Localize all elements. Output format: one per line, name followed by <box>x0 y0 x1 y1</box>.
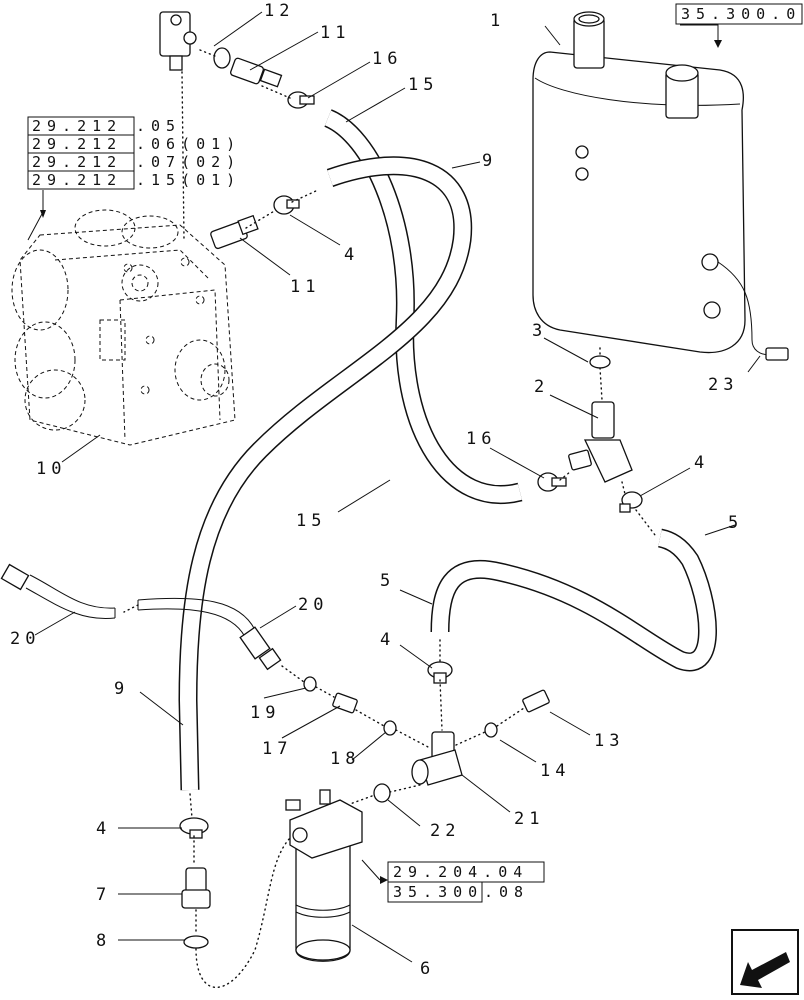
pump-ref-suffix-2: .06(01) <box>136 135 241 153</box>
fitting-7 <box>181 867 211 909</box>
tank-reference-box: 35.300.0 <box>675 3 803 25</box>
pump-reference-box: 29.212 .05 29.212 .06(01) 29.212 .07(02)… <box>27 116 241 190</box>
callout-15-top: 15 <box>408 75 438 95</box>
callout-1: 1 <box>490 11 505 31</box>
callout-20-right: 20 <box>298 595 328 615</box>
hydraulic-filter <box>285 789 363 962</box>
pump-ref-code-3: 29.212 <box>32 153 122 171</box>
hydraulic-tank <box>532 11 789 361</box>
pump-ref-code-4: 29.212 <box>32 171 122 189</box>
filter-ref-suffix-2: .08 <box>484 883 529 901</box>
filter-ref-code-2: 35.300 <box>393 883 483 901</box>
tee-fitting-21 <box>411 731 463 786</box>
callout-3: 3 <box>532 321 547 341</box>
pump-ref-suffix-3: .07(02) <box>136 153 241 171</box>
callout-5-right: 5 <box>728 513 743 533</box>
pump-ref-suffix-4: .15(01) <box>136 171 241 189</box>
callout-4-upper: 4 <box>344 245 359 265</box>
tank-ref-code: 35.300.0 <box>681 5 801 23</box>
callout-11-lower: 11 <box>290 277 320 297</box>
fitting-11-lower <box>210 214 259 250</box>
callout-20-left: 20 <box>10 629 40 649</box>
callout-23: 23 <box>708 375 738 395</box>
clamp-16-top <box>287 91 315 109</box>
callout-6: 6 <box>420 959 435 979</box>
hose-5 <box>430 528 717 672</box>
callout-16-top: 16 <box>372 49 402 69</box>
callout-8: 8 <box>96 931 111 951</box>
valve-block <box>159 11 197 71</box>
callout-7: 7 <box>96 885 111 905</box>
fitting-13 <box>522 689 550 713</box>
clamp-16-lower <box>537 472 567 492</box>
callout-19: 19 <box>250 703 280 723</box>
callout-14: 14 <box>540 761 570 781</box>
direction-arrow-icon <box>731 929 799 995</box>
callout-22: 22 <box>430 821 460 841</box>
callout-2: 2 <box>534 377 549 397</box>
o-ring-22 <box>373 783 391 803</box>
callout-4-right: 4 <box>694 453 709 473</box>
callout-18: 18 <box>330 749 360 769</box>
pump-ref-code-1: 29.212 <box>32 117 122 135</box>
callout-10: 10 <box>36 459 66 479</box>
hose-20-left <box>0 563 116 620</box>
callout-11-top: 11 <box>320 23 350 43</box>
o-ring-8 <box>183 935 209 949</box>
clamp-4-right <box>619 491 643 513</box>
pump-ref-suffix-1: .05 <box>136 117 181 135</box>
filter-ref-code-1: 29.204.04 <box>393 863 528 881</box>
callout-15-lower: 15 <box>296 511 326 531</box>
o-ring-18 <box>383 720 397 736</box>
hydraulic-pump-assembly <box>11 209 236 446</box>
o-ring-3 <box>589 355 611 369</box>
fitting-11-top <box>230 57 283 88</box>
callout-9-lower: 9 <box>114 679 129 699</box>
callout-12: 12 <box>264 1 294 21</box>
fitting-17 <box>332 692 358 714</box>
clamp-4-lower <box>179 817 209 839</box>
clamp-4-upper <box>273 195 300 215</box>
callout-21: 21 <box>514 809 544 829</box>
callout-4-middle: 4 <box>380 630 395 650</box>
callout-4-lower: 4 <box>96 819 111 839</box>
o-ring-19 <box>303 676 317 692</box>
hose-15 <box>323 109 523 504</box>
o-ring-14 <box>484 722 498 738</box>
clamp-4-middle <box>427 661 453 684</box>
callout-17: 17 <box>262 739 292 759</box>
callout-16-lower: 16 <box>466 429 496 449</box>
o-ring-12 <box>213 47 231 69</box>
filter-reference-box: 29.204.04 35.300 .08 <box>387 861 545 903</box>
callout-5-middle: 5 <box>380 571 395 591</box>
callout-13: 13 <box>594 731 624 751</box>
callout-9-upper: 9 <box>482 151 497 171</box>
pump-ref-code-2: 29.212 <box>32 135 122 153</box>
hose-9 <box>178 156 473 791</box>
elbow-fitting-2 <box>568 401 633 483</box>
hose-20-right <box>137 597 282 671</box>
